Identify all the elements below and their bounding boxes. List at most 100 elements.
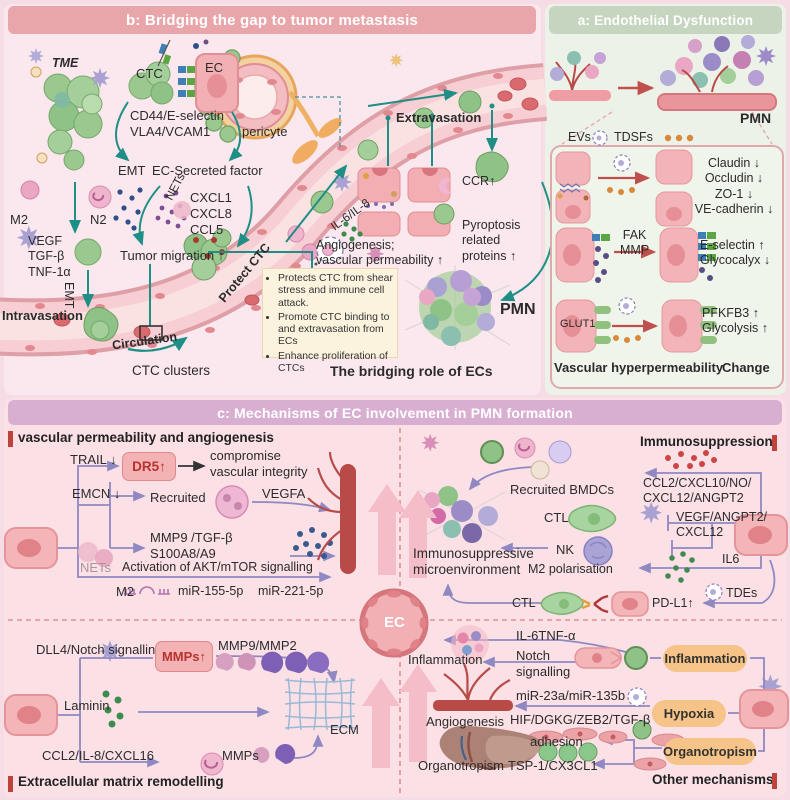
mmps-label: MMPs [222, 748, 259, 763]
il6-tnfa-label: IL-6TNF-α [516, 628, 576, 643]
ccr-label: CCR↑ [462, 174, 496, 188]
notch-signalling-label: Notch signalling [516, 648, 571, 679]
pyroptosis-label: Pyroptosis related proteins ↑ [462, 218, 521, 263]
mmp-enzymes [215, 651, 330, 765]
dll4-label: DLL4/Notch signalling [36, 642, 163, 657]
liver-illustration [439, 725, 541, 770]
pdl1-label: PD-L1↑ [652, 596, 694, 610]
mmp9-mmp2-label: MMP9/MMP2 [218, 638, 297, 653]
ec-secreted-factor-label: EC-Secreted factor [152, 163, 263, 178]
ccl2-il8-label: CCL2/IL-8/CXCL16 [42, 748, 154, 763]
vegf-list-label: VEGF/ANGPT2/ CXCL12 [676, 510, 767, 540]
tsp1-label: TSP-1/CX3CL1 [508, 758, 598, 773]
ec-label: EC [205, 60, 224, 75]
tumor-migration-label: Tumor migration ↑ [120, 248, 225, 263]
ec-protection-bullets: Protects CTC from shear stress and immun… [262, 268, 398, 374]
emt-arrow-label: EMT [62, 282, 76, 309]
ecm-grid [284, 677, 356, 731]
organotropism-pill: Organotropism [663, 738, 757, 765]
panel-a-graphics [389, 35, 784, 389]
section-bar-tl [8, 431, 13, 447]
il6-label: IL6 [722, 552, 740, 566]
ec-center-circle [359, 588, 429, 658]
mmp9-tgfb-label: MMP9 /TGF-β S100A8/A9 [150, 530, 233, 561]
akt-mtor-label: Activation of AKT/mTOR signalling [122, 560, 313, 574]
section-bar-tr [772, 435, 777, 451]
panel-c-graphics [4, 334, 789, 795]
pericyte-label: pericyte [242, 124, 288, 139]
panel-c-title: c: Mechanisms of EC involvement in PMN f… [8, 400, 782, 425]
cytokines-label: VEGF TGF-β TNF-1α [28, 234, 71, 279]
vessel-illustration [0, 39, 554, 357]
mir221-label: miR-221-5p [258, 584, 324, 598]
glut1-label: GLUT1 [560, 318, 596, 330]
m2-label: M2 [10, 212, 29, 227]
recruited-bmdcs-label: Recruited BMDCs [510, 482, 615, 497]
inflammation-left-label: Inflammation [408, 652, 483, 667]
tme-tumor-cluster [20, 48, 110, 200]
immunosuppressive-label: Immunosuppressive microenvironment [413, 546, 534, 578]
glut1-row [555, 297, 717, 353]
chemokines-label: CXCL1 CXCL8 CCL5 [190, 190, 232, 237]
section-tr-label: Immunosuppression [640, 434, 773, 449]
bullet-3: Enhance proliferation of CTCs [278, 351, 397, 376]
ctl1-label: CTL [544, 510, 569, 525]
hif-list-label: HIF/DGKG/ZEB2/TGF-β [510, 712, 651, 727]
n2-neutrophil [88, 185, 112, 209]
mmps-up-box: MMPs↑ [155, 641, 213, 672]
tdsfs-label: TDSFs [614, 130, 653, 144]
selectin-row [555, 227, 716, 283]
section-bar-br [772, 773, 777, 789]
extravasation-label: Extravasation [396, 110, 482, 125]
evs-label: EVs [568, 130, 591, 144]
pmn-cluster-b [366, 244, 511, 350]
ec-center-label: EC [384, 614, 405, 631]
vegfa-label: VEGFA [262, 486, 306, 501]
m2-polarisation-label: M2 polarisation [528, 562, 613, 576]
fak-mmp-label: FAK MMP [620, 228, 650, 258]
compromise-label: compromise vascular integrity [210, 448, 308, 479]
bullet-2: Promote CTC binding to and extravasation… [278, 312, 397, 349]
change-label: Change [722, 360, 770, 375]
tdes-label: TDEs [726, 586, 758, 600]
ecm-label: ECM [330, 722, 359, 737]
intravasation-label: Intravasation [2, 308, 83, 323]
panel-b-title: b: Bridging the gap to tumor metastasis [8, 6, 536, 34]
mir23-label: miR-23a/miR-135b [516, 688, 626, 703]
dr5-box: DR5↑ [122, 452, 176, 481]
adhesion-molecules-label: CD44/E-selectin VLA4/VCAM1 [130, 108, 224, 139]
ctc-clusters-label: CTC clusters [132, 363, 211, 378]
section-br-label: Other mechanisms [652, 772, 774, 787]
emt-label-2: EMT [118, 163, 146, 178]
angiogenesis-permeability-label: Angiogenesis; vascular permeability ↑ [316, 238, 444, 268]
inflammation-pill: Inflammation [663, 645, 747, 672]
immunosuppressive-cluster [319, 334, 506, 543]
tme-label: TME [52, 56, 79, 70]
ctc-label: CTC [136, 66, 163, 81]
adhesion-label: adhesion [530, 734, 583, 749]
junction-changes-label: Claudin ↓ Occludin ↓ ZO-1 ↓ VE-cadherin … [694, 156, 774, 216]
vascular-hyperpermeability-label: Vascular hyperpermeability [554, 360, 724, 375]
angiogenesis-label: Angiogenesis [426, 714, 505, 729]
selectin-changes-label: E-selectin ↑ Glycocalyx ↓ [700, 238, 771, 268]
tight-junction-row [555, 149, 693, 227]
bridging-role-label: The bridging role of ECs [330, 363, 493, 379]
pmn-label-b: PMN [500, 301, 536, 318]
pmn-label-a: PMN [740, 110, 772, 126]
section-tl-label: vascular permeability and angiogenesis [18, 430, 274, 445]
n2-label: N2 [90, 212, 107, 227]
nets-c-label: NETs [80, 560, 112, 575]
nk-label: NK [556, 542, 575, 557]
ec-junction-icons [357, 113, 455, 237]
organotropism-left-label: Organotropism [418, 758, 504, 773]
emcn-label: EMCN ↓ [72, 486, 121, 501]
glycolysis-changes-label: PFKFB3 ↑ Glycolysis ↑ [702, 306, 768, 336]
ccl2-list-label: CCL2/CXCL10/NO/ CXCL12/ANGPT2 [643, 476, 752, 506]
recruited-label: Recruited [150, 490, 206, 505]
section-bar-bl [8, 776, 13, 792]
panel-a-title: a: Endothelial Dysfunction [549, 6, 782, 34]
mir155-label: miR-155-5p [178, 584, 244, 598]
section-bl-label: Extracellular matrix remodelling [18, 774, 224, 789]
